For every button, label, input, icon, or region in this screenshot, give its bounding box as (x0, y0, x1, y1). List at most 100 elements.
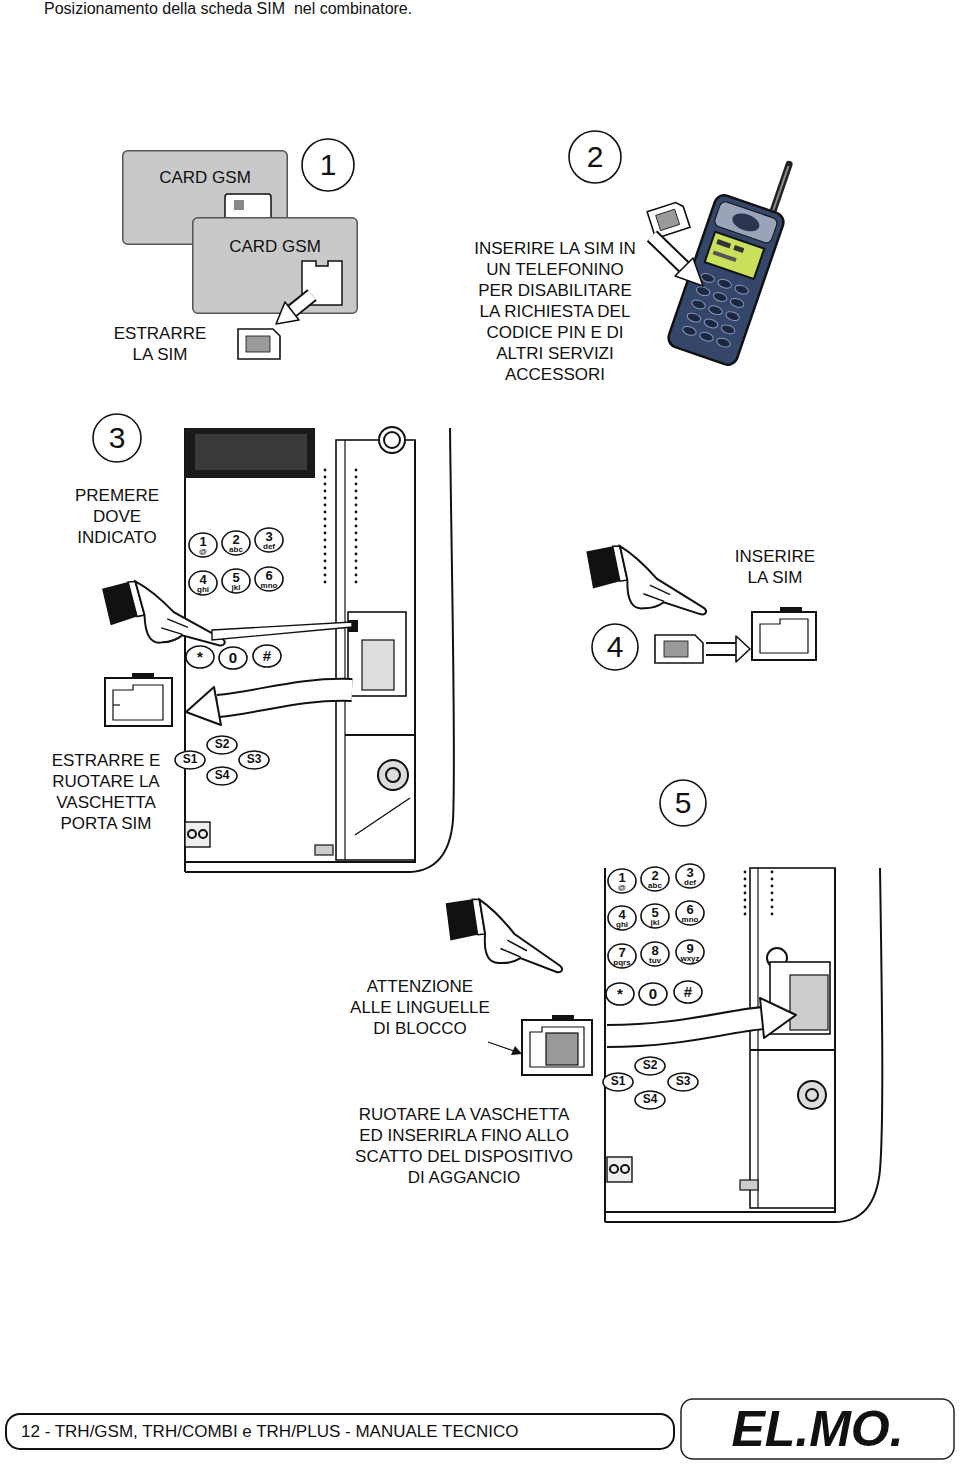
vent-dots-part (324, 518, 327, 521)
extract-arrow (276, 295, 312, 324)
vent-dots-part (324, 581, 327, 584)
vent-dots-part (355, 567, 358, 570)
vent-dots-part (744, 899, 747, 902)
instruction-text: ESTRARRE E RUOTARE LA VASCHETTA PORTA SI… (42, 750, 170, 834)
insert-arrow (607, 998, 796, 1038)
insert-arrow-part (652, 236, 684, 267)
key-label: S2 (215, 738, 230, 751)
sim-tray-part (113, 685, 163, 720)
vent-dots-part (324, 546, 327, 549)
shape-fill (569, 131, 621, 183)
extract-arrow (186, 687, 352, 725)
device-panel-part (750, 868, 835, 1208)
insert-arrow-part (706, 644, 738, 654)
sim-card-part (647, 201, 690, 239)
key-label: pqrs (613, 959, 630, 967)
key-label: 1 (618, 871, 625, 884)
shape-fill (660, 780, 706, 826)
keypad-key: 6mno (254, 566, 284, 592)
shape-fill (641, 942, 669, 966)
keypad-key: 1@ (607, 868, 637, 894)
device-panel-part (195, 434, 307, 470)
instruction-text: INSERIRE LA SIM IN UN TELEFONINO PER DIS… (469, 238, 641, 385)
keypad-key: 0 (218, 646, 248, 670)
key-label: 3 (265, 530, 272, 543)
sim-tray-part (780, 607, 802, 613)
mobile-phone-part (713, 250, 737, 262)
keypad-key: 2abc (640, 866, 670, 892)
vent-dots-part (324, 483, 327, 486)
key-label: 1 (199, 535, 206, 548)
mobile-phone (666, 145, 802, 367)
insert-arrow-part (607, 1018, 764, 1036)
device-panel-part (790, 975, 828, 1030)
shape-fill (668, 1073, 698, 1091)
instruction-text: ESTRARRE LA SIM (105, 323, 215, 365)
key-label: 9 (686, 942, 693, 955)
arrow-head (276, 302, 299, 324)
key-label: wxyz (680, 955, 699, 963)
sim-tray-part (552, 1015, 574, 1021)
vent-dots-part (355, 539, 358, 542)
sim-chip (246, 336, 270, 352)
card-label: CARD GSM (159, 168, 251, 188)
vent-dots-part (324, 539, 327, 542)
key-label: 2 (651, 869, 658, 882)
shape-fill (255, 528, 283, 552)
shape-fill (207, 736, 237, 754)
key-label: mno (682, 916, 699, 924)
mobile-phone-part (772, 166, 788, 213)
shape-fill (253, 645, 281, 667)
device-panel-part (798, 1081, 826, 1109)
device-panel-part (386, 768, 400, 782)
vent-dots-part (744, 871, 747, 874)
step-number-text: 5 (675, 786, 692, 821)
mobile-phone-part (705, 232, 765, 279)
arrow-shaft (291, 295, 312, 312)
shape-fill (676, 901, 704, 925)
key-label: ghi (616, 921, 628, 929)
keypad-key: 6mno (675, 900, 705, 926)
extract-arrow-part (218, 690, 352, 706)
illustration-part (433, 890, 575, 983)
leader-line (488, 1042, 522, 1055)
key-label: S1 (183, 753, 198, 766)
shape-fill (606, 983, 634, 1005)
step-number: 3 (92, 413, 142, 463)
key-label: jkl (232, 584, 241, 592)
vent-dots-part (324, 525, 327, 528)
sim-cutout (234, 200, 244, 210)
leader-line-part (488, 1042, 514, 1051)
mobile-phone-part-part (708, 304, 724, 316)
extract-arrow-part (186, 687, 221, 725)
key-label: jkl (651, 919, 660, 927)
key-label: # (684, 984, 692, 1001)
vent-dots-part (771, 906, 774, 909)
keypad-key: # (252, 644, 282, 668)
page-title: Posizionamento della scheda SIM nel comb… (44, 0, 412, 18)
device-panel-part (355, 798, 410, 835)
vent-dots-part (355, 546, 358, 549)
sim-tray (752, 607, 816, 660)
step-number: 2 (568, 130, 622, 184)
shape-fill (219, 647, 247, 669)
key-label: * (617, 986, 623, 1003)
vent-dots-part (355, 525, 358, 528)
shape-fill (641, 904, 669, 928)
mobile-phone-part-part (717, 278, 733, 290)
shape-fill (6, 1414, 674, 1449)
shape-fill (608, 869, 636, 893)
key-label: S2 (643, 1059, 658, 1072)
device-panel-part (757, 868, 758, 1208)
device-panel-part (185, 822, 210, 847)
sim-tray-part (530, 1027, 584, 1067)
footer-text: 12 - TRH/GSM, TRH/COMBI e TRH/PLUS - MAN… (21, 1422, 519, 1442)
mobile-phone-part (733, 245, 744, 253)
shape-fill (592, 624, 638, 670)
device-panel-part (379, 427, 405, 453)
keypad-key: 9wxyz (675, 939, 705, 965)
shape-fill (681, 1399, 954, 1459)
footer-box: 12 - TRH/GSM, TRH/COMBI e TRH/PLUS - MAN… (5, 1413, 675, 1450)
sim-card-part (655, 635, 703, 663)
